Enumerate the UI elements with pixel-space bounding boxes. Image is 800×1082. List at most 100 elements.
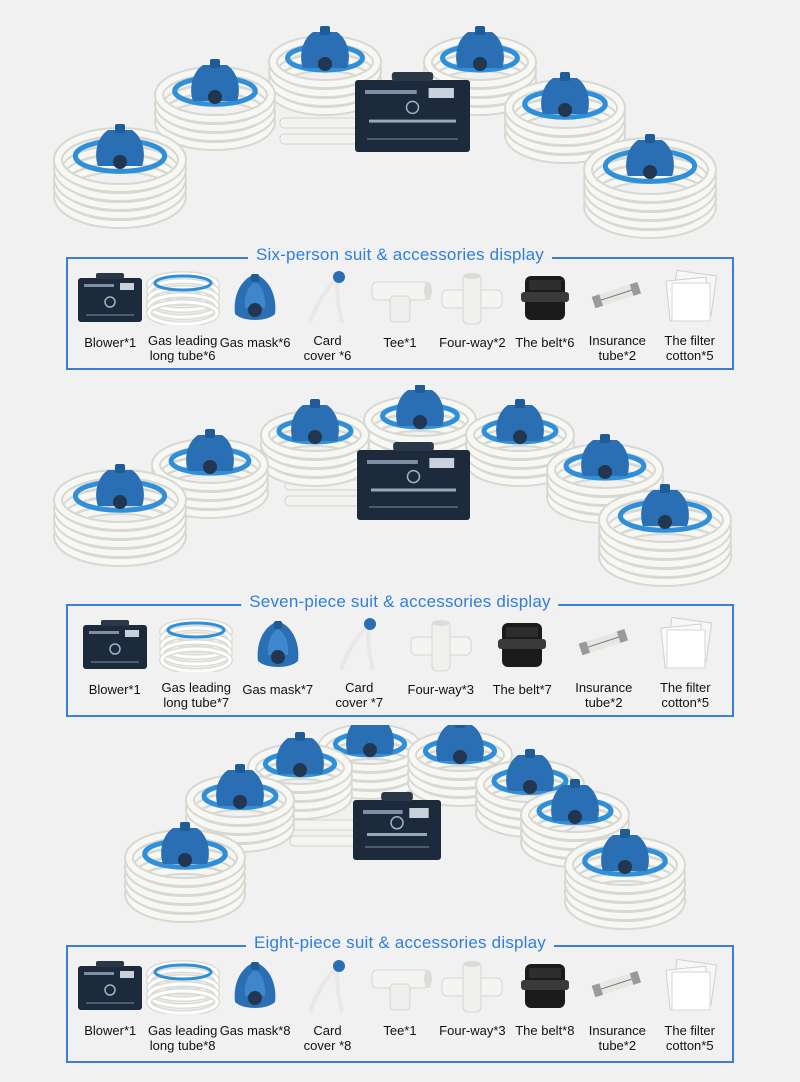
accessory-label: Four-way*3 (439, 1023, 506, 1038)
hose-coil (598, 484, 732, 587)
accessory-label: Blower*1 (84, 1023, 137, 1038)
accessory-list: Blower*1 Gas leading long tube*6 Gas mas… (74, 269, 729, 363)
tube-coil-icon (157, 616, 235, 672)
accessory-item: The filter cotton*5 (654, 957, 726, 1055)
accessory-item: Gas leading long tube*8 (145, 957, 220, 1055)
blower-unit (353, 792, 441, 860)
accessory-label: The filter cotton*5 (664, 333, 715, 363)
accessory-label: Gas mask*7 (242, 682, 314, 697)
accessory-item: Blower*1 (74, 616, 156, 709)
fuse-icon (578, 957, 656, 1015)
accessory-label: Gas leading long tube*6 (147, 333, 218, 363)
accessory-label: Gas leading long tube*7 (161, 680, 231, 710)
hose-coil (583, 134, 717, 239)
accessory-label: Four-way*2 (439, 335, 506, 350)
accessory-item: The filter cotton*5 (645, 616, 727, 710)
accessory-item: Insurance tube*2 (581, 957, 653, 1055)
accessory-item: Tee*1 (364, 957, 436, 1055)
blower-icon (76, 616, 154, 674)
accessory-item: Blower*1 (74, 269, 146, 362)
blower-icon (71, 269, 149, 327)
accessory-label: Four-way*3 (407, 682, 474, 697)
accessory-item: Insurance tube*2 (578, 269, 656, 363)
tee-icon (361, 269, 439, 327)
filter-cotton-icon (651, 269, 729, 325)
hose-coil (154, 59, 276, 151)
blower-icon (71, 957, 149, 1015)
accessory-label: Blower*1 (84, 335, 137, 350)
hose-coil (564, 829, 686, 930)
section-title: Six-person suit & accessories display (247, 245, 553, 265)
tube-coil-icon (144, 269, 222, 325)
accessory-item: Gas leading long tube*7 (156, 616, 238, 710)
section-title: Seven-piece suit & accessories display (241, 592, 559, 612)
hose-coil (260, 399, 370, 487)
tee-icon (361, 957, 439, 1015)
four-way-icon (433, 957, 511, 1015)
hero-image-seven (0, 385, 800, 595)
accessory-item: The belt*8 (509, 957, 581, 1055)
belt-icon (506, 957, 584, 1015)
accessory-label: The belt*8 (515, 1023, 575, 1038)
card-cover-icon (320, 616, 398, 672)
filter-cotton-icon (646, 616, 724, 672)
card-cover-icon (289, 957, 367, 1015)
four-way-icon (402, 616, 480, 674)
accessory-item: Gas mask*8 (219, 957, 291, 1055)
accessory-item: Gas leading long tube*6 (145, 269, 220, 363)
accessory-list: Blower*1 Gas leading long tube*7 Gas mas… (74, 616, 727, 710)
hose-coil (53, 124, 187, 229)
accessory-label: Insurance tube*2 (588, 1023, 646, 1053)
accessories-panel-six: Six-person suit & accessories display Bl… (66, 245, 734, 370)
fuse-icon (578, 269, 656, 325)
accessory-label: Insurance tube*2 (588, 333, 646, 363)
hose-coil (407, 725, 513, 807)
accessory-label: Insurance tube*2 (575, 680, 633, 710)
accessory-label: The filter cotton*5 (659, 680, 711, 710)
accessory-item: Gas mask*7 (237, 616, 319, 709)
accessory-item: Gas mask*6 (219, 269, 291, 362)
card-cover-icon (289, 269, 367, 325)
accessory-item: Blower*1 (74, 957, 146, 1055)
tube-coil-icon (144, 957, 222, 1015)
accessory-item: Card cover *6 (291, 269, 363, 363)
accessory-label: Tee*1 (383, 335, 417, 350)
gas-mask-icon (216, 957, 294, 1015)
accessory-item: Card cover *8 (291, 957, 363, 1055)
accessory-list: Blower*1 Gas leading long tube*8 Gas mas… (74, 957, 726, 1055)
accessory-item: The filter cotton*5 (651, 269, 729, 363)
hose-coil (504, 72, 626, 164)
accessory-label: Card cover *8 (303, 1023, 352, 1053)
belt-icon (506, 269, 584, 327)
accessory-label: Gas mask*6 (219, 335, 291, 350)
accessory-label: The belt*6 (515, 335, 575, 350)
hero-image-six (0, 0, 800, 240)
manifold-pipes (289, 819, 361, 847)
accessory-item: Tee*1 (364, 269, 436, 362)
accessories-panel-eight: Eight-piece suit & accessories display B… (66, 933, 734, 1063)
accessory-item: Card cover *7 (319, 616, 401, 710)
accessory-label: Card cover *6 (303, 333, 352, 363)
accessory-label: Blower*1 (88, 682, 141, 697)
accessory-item: Insurance tube*2 (563, 616, 645, 710)
gas-mask-icon (216, 269, 294, 327)
hero-image-eight (0, 725, 800, 930)
hose-coil (124, 822, 246, 923)
accessory-item: Four-way*2 (436, 269, 508, 362)
gas-mask-icon (239, 616, 317, 674)
accessory-item: Four-way*3 (436, 957, 508, 1055)
accessory-label: Tee*1 (383, 1023, 417, 1038)
accessory-label: The filter cotton*5 (664, 1023, 715, 1053)
hose-coil (53, 464, 187, 567)
accessory-label: The belt*7 (492, 682, 552, 697)
section-title: Eight-piece suit & accessories display (245, 933, 555, 953)
accessory-item: The belt*6 (509, 269, 581, 362)
accessory-label: Gas leading long tube*8 (147, 1023, 218, 1053)
fuse-icon (565, 616, 643, 672)
accessories-panel-seven: Seven-piece suit & accessories display B… (66, 592, 734, 717)
hose-coil (247, 732, 353, 820)
four-way-icon (433, 269, 511, 327)
accessory-label: Card cover *7 (335, 680, 384, 710)
filter-cotton-icon (651, 957, 729, 1015)
manifold-pipes (279, 117, 361, 145)
